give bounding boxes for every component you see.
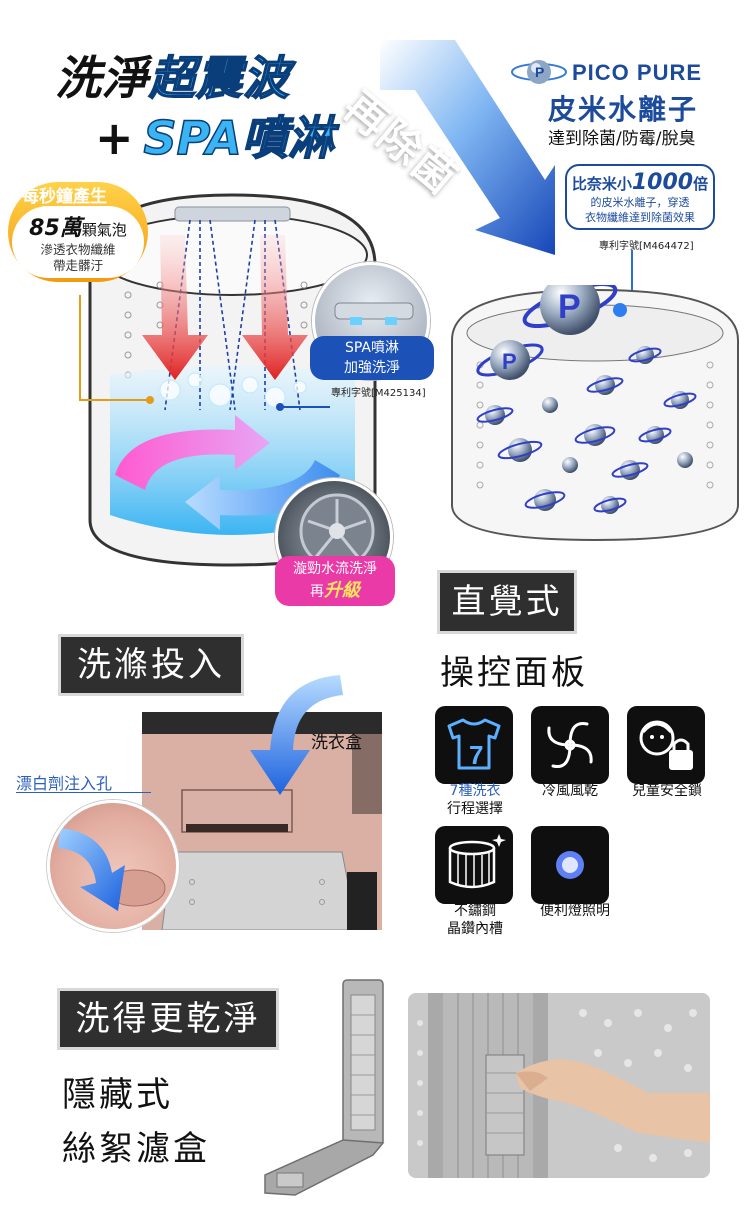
detergent-arrow <box>250 675 343 795</box>
headline-ultrasonic: 超震波 <box>148 50 290 106</box>
ion-drum-illustration: P P <box>451 285 739 542</box>
tshirt-icon-tile: 7 <box>435 706 513 784</box>
bubbles-count: 85萬顆氣泡 <box>29 216 127 241</box>
whirl-label: 漩勁水流洗淨 再升級 <box>275 556 395 606</box>
caption-programs-2: 行程選擇 <box>447 801 503 817</box>
whirl-line2: 再升級 <box>310 580 360 601</box>
icon-caption-programs: 7種洗衣 行程選擇 <box>425 782 525 818</box>
sweep-arrow-graphic <box>380 40 555 255</box>
pico-subtitle: 達到除菌/防霉/脫臭 <box>548 129 696 149</box>
lock-icon-tile <box>627 706 705 784</box>
headline-plus: + <box>95 111 134 165</box>
pico-patent: 專利字號[M464472] <box>599 241 694 252</box>
icon-caption-lock: 兒童安全鎖 <box>632 783 702 799</box>
svg-text:P: P <box>502 349 517 374</box>
icon-caption-dry: 冷風風乾 <box>542 783 598 799</box>
bleach-port-photo <box>47 800 179 932</box>
child-lock-icon <box>639 720 693 770</box>
bubbles-line2: 滲透衣物纖維 <box>40 242 116 257</box>
spa-label: SPA噴淋 加強洗淨 <box>310 336 434 380</box>
pico-compare-main: 比奈米小1000倍 <box>571 170 709 195</box>
filter-line2: 絲絮濾盒 <box>62 1129 210 1169</box>
spa-patent: 專利字號[M425134] <box>331 388 426 399</box>
spa-line1: SPA噴淋 <box>344 340 399 356</box>
bleach-underline <box>16 792 151 793</box>
bubbles-inner: 85萬顆氣泡 滲透衣物纖維 帶走髒汙 <box>12 206 144 278</box>
pico-brand: PICO PURE <box>572 60 703 85</box>
icon-caption-drum: 不鏽鋼 晶鑽內槽 <box>425 902 525 938</box>
fan-icon-tile <box>531 706 609 784</box>
detergent-box-label: 洗衣盒 <box>311 733 362 753</box>
svg-text:P: P <box>558 288 581 326</box>
drum-icon-tile <box>435 826 513 904</box>
steel-drum-icon <box>448 834 506 889</box>
pico-compare-box: 比奈米小1000倍 的皮米水離子，穿透 衣物纖維達到除菌效果 <box>565 164 715 230</box>
tshirt-seven: 7 <box>469 740 483 770</box>
filter-heading: 隱藏式 絲絮濾盒 <box>62 1068 210 1176</box>
pico-compare-line3: 衣物纖維達到除菌效果 <box>585 211 695 224</box>
headline-line1: 洗淨超震波 <box>55 42 290 108</box>
washer-drum-illustration <box>79 193 377 567</box>
whirl-line1: 漩勁水流洗淨 <box>293 561 377 577</box>
detergent-tag: 洗滌投入 <box>58 634 244 696</box>
pico-logo-icon: P <box>511 60 567 84</box>
spa-line2: 加強洗淨 <box>344 360 400 376</box>
headline-wash: 洗淨 <box>55 51 149 105</box>
filter-in-drum-photo <box>408 993 710 1178</box>
light-dot-icon <box>556 851 584 879</box>
svg-text:P: P <box>535 64 544 80</box>
pico-title: 皮米水離子 <box>548 93 699 126</box>
panel-heading: 操控面板 <box>440 653 588 693</box>
pico-compare-line2: 的皮米水離子，穿透 <box>590 196 690 209</box>
bubbles-line3: 帶走髒汙 <box>52 258 103 273</box>
bleach-label: 漂白劑注入孔 <box>16 774 113 793</box>
caption-drum-1: 不鏽鋼 <box>454 903 496 919</box>
light-icon-tile <box>531 826 609 904</box>
headline-line2: +SPA噴淋 <box>95 102 335 168</box>
clean-tag: 洗得更乾淨 <box>57 988 279 1050</box>
panel-tag: 直覺式 <box>437 570 577 634</box>
t-shirt-7-icon: 7 <box>447 718 501 770</box>
callout-line <box>631 250 633 302</box>
caption-programs-1: 7種洗衣 <box>449 783 501 799</box>
lint-filter-graphic <box>264 979 385 1196</box>
fan-swirl-icon <box>547 721 593 769</box>
bubbles-top: 每秒鐘產生 <box>22 187 107 207</box>
caption-drum-2: 晶鑽內槽 <box>447 921 503 937</box>
filter-line1: 隱藏式 <box>62 1075 173 1115</box>
headline-spa: SPA噴淋 <box>143 110 335 166</box>
icon-caption-light: 便利燈照明 <box>540 903 610 919</box>
bubbles-badge: 每秒鐘產生 85萬顆氣泡 滲透衣物纖維 帶走髒汙 <box>8 182 148 282</box>
detergent-drawer-photo <box>142 712 382 930</box>
